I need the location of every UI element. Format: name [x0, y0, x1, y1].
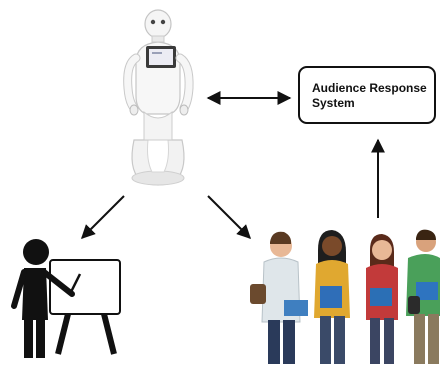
student-figure [406, 229, 440, 364]
teacher-at-whiteboard-icon [11, 239, 121, 358]
student-figure [314, 230, 350, 364]
humanoid-robot-icon [123, 9, 194, 186]
arrow-robot-teacher [81, 195, 125, 239]
student-figure [366, 234, 398, 364]
student-group-icon [250, 229, 440, 364]
arrow-robot-students [207, 195, 251, 239]
audience-response-system-box: Audience Response System [298, 66, 436, 124]
audience-response-system-label: Audience Response System [312, 81, 427, 110]
student-figure [250, 231, 308, 364]
